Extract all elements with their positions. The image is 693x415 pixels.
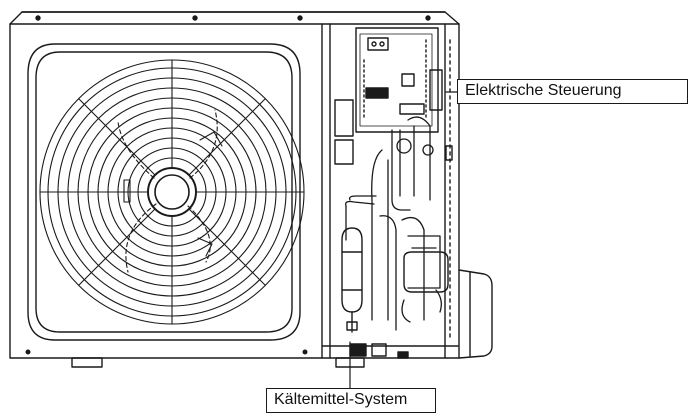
electrical-control-panel <box>334 27 443 165</box>
base-and-valves <box>71 343 459 368</box>
side-panel <box>445 39 493 359</box>
label-electrical-control: Elektrische Steuerung <box>457 79 688 104</box>
compressor-icon <box>341 227 449 333</box>
fan-guard <box>27 43 301 341</box>
fan-grille-icon <box>39 59 305 325</box>
refrigerant-pipe-icon <box>345 116 442 331</box>
label-refrigerant-system: Kältemittel-System <box>266 388 436 413</box>
unit-cabinet <box>9 11 460 359</box>
